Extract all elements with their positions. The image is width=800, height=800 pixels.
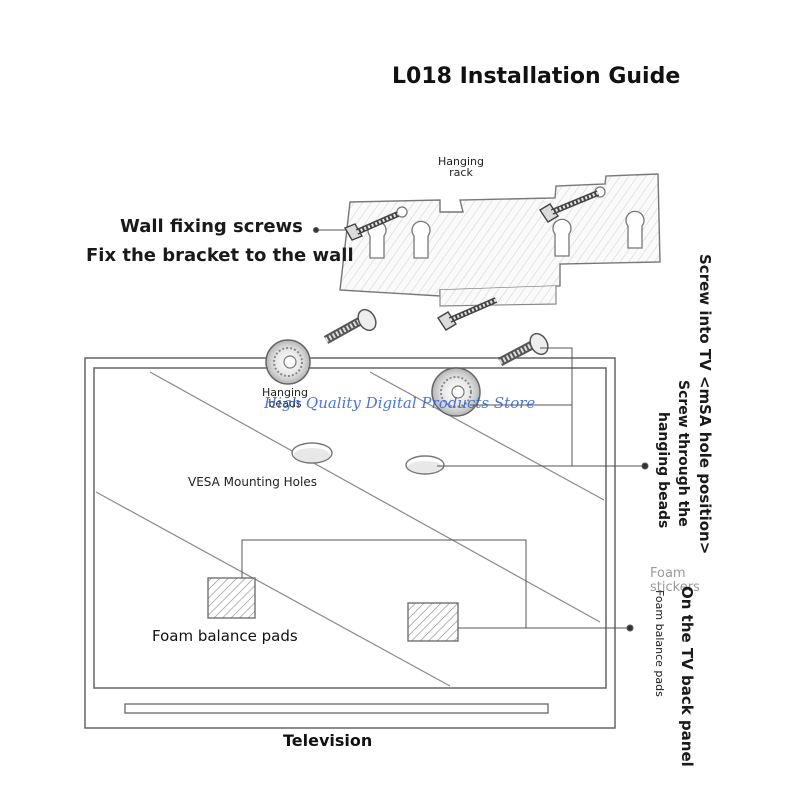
tv-bolt-left — [323, 308, 377, 344]
label-foam-balance-pads-vertical: Foam balance pads — [653, 590, 666, 697]
vesa-hole-right — [405, 455, 445, 475]
wall-fixing-screw-left — [343, 211, 400, 241]
hanging-bead-left — [265, 339, 311, 385]
label-hanging-rack: Hanging rack — [438, 155, 484, 179]
page-title: L018 Installation Guide — [392, 64, 681, 89]
vesa-hole-left — [291, 442, 333, 464]
wall-fixing-screw-lower — [437, 297, 498, 331]
hanging-bead-right — [431, 367, 481, 417]
store-watermark: High Quality Digital Products Store — [264, 394, 536, 412]
foam-pad-left — [207, 577, 256, 619]
wall-fixing-screw-right — [539, 190, 600, 223]
callout-lines — [241, 227, 649, 632]
label-wall-fixing-screws: Wall fixing screws — [120, 216, 303, 237]
label-vesa-mounting-holes: VESA Mounting Holes — [188, 475, 317, 489]
foam-pad-right — [407, 602, 459, 642]
label-fix-bracket: Fix the bracket to the wall — [86, 245, 354, 266]
label-on-tv-back-panel: On the TV back panel — [678, 586, 696, 767]
label-screw-into-tv: Screw into TV <mSA hole position> — [696, 254, 714, 555]
label-screw-through-line1: Screw through the — [675, 380, 691, 527]
label-foam-balance-pads: Foam balance pads — [152, 627, 298, 645]
label-screw-through-line2: hanging beads — [655, 412, 671, 529]
label-television: Television — [283, 731, 373, 750]
tv-bolt-right — [497, 332, 549, 366]
label-hanging-beads: Hanging beads — [262, 386, 308, 410]
label-foam-stickers: Foam stickers — [650, 566, 700, 595]
television-body — [84, 357, 616, 729]
hanging-rack-bracket — [339, 173, 661, 307]
